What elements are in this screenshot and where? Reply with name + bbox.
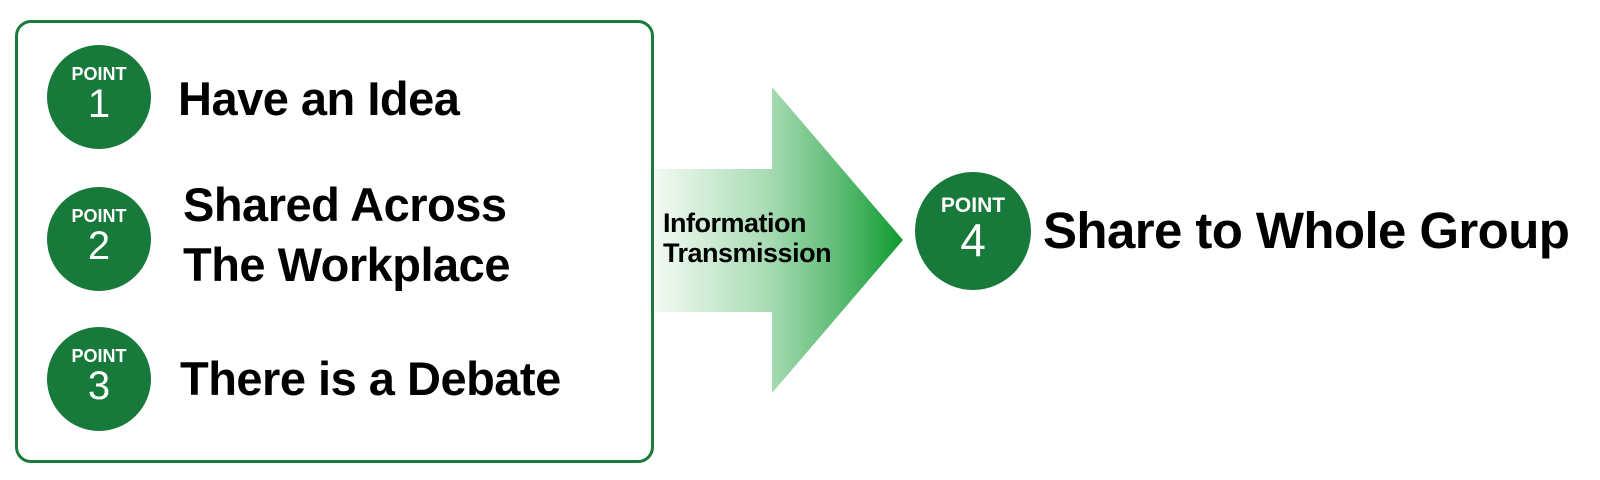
point-2-text-line-1: Shared Across bbox=[183, 178, 507, 231]
point-1-badge-label: POINT bbox=[71, 64, 127, 84]
point-3-text: There is a Debate bbox=[180, 352, 561, 405]
point-4-number: 4 bbox=[960, 214, 986, 266]
point-2-text-line-2: The Workplace bbox=[183, 238, 510, 291]
point-1-number: 1 bbox=[87, 82, 111, 126]
arrow-label-line-1: Information bbox=[663, 208, 807, 238]
point-3-badge: POINT 3 bbox=[47, 327, 151, 431]
arrow-label-line-2: Transmission bbox=[663, 238, 832, 268]
point-4-text: Share to Whole Group bbox=[1043, 202, 1570, 259]
point-2-number: 2 bbox=[87, 224, 111, 268]
point-4-badge: POINT 4 bbox=[915, 172, 1031, 290]
point-4-badge-label: POINT bbox=[940, 194, 1006, 217]
point-1-badge: POINT 1 bbox=[47, 45, 151, 149]
point-2-badge-label: POINT bbox=[71, 206, 127, 226]
point-2-badge: POINT 2 bbox=[47, 187, 151, 291]
arrow-label: Information Transmission bbox=[663, 208, 832, 268]
point-3-badge-label: POINT bbox=[71, 346, 127, 366]
point-3-number: 3 bbox=[87, 364, 111, 408]
point-1-text: Have an Idea bbox=[178, 72, 460, 125]
